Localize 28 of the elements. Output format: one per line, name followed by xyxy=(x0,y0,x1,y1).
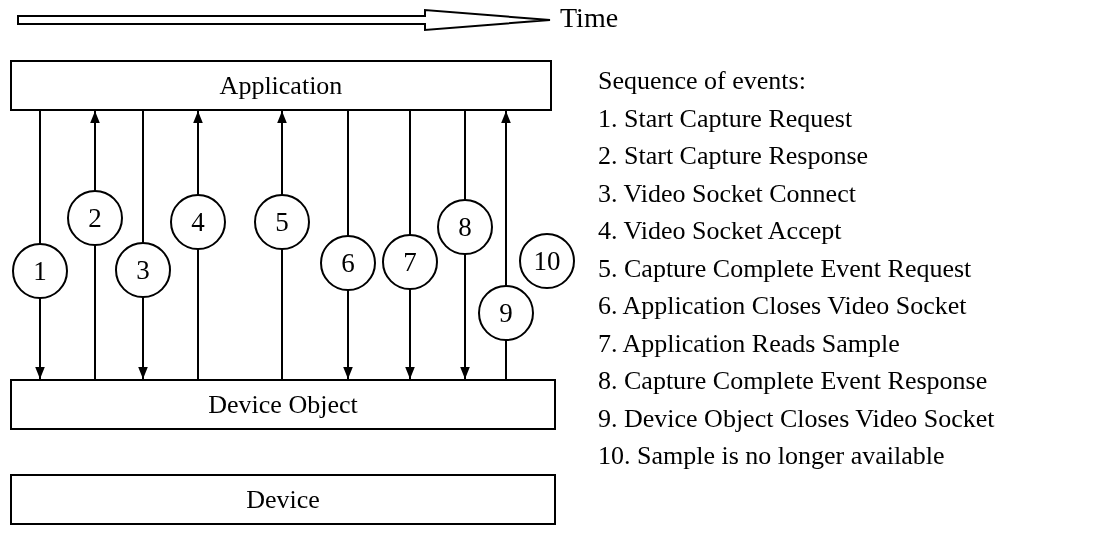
list-heading: Sequence of events: xyxy=(598,65,807,97)
callout-number: 10 xyxy=(519,233,575,289)
list-item: 6. Application Closes Video Socket xyxy=(598,290,968,322)
process-box xyxy=(10,60,552,111)
list-item: 8. Capture Complete Event Response xyxy=(598,365,989,397)
list-item: 4. Video Socket Accept xyxy=(598,215,843,247)
edge-label: 5 xyxy=(254,194,310,250)
box-label: Application xyxy=(219,70,343,101)
edge-label: 3 xyxy=(115,242,171,298)
edge-label: 2 xyxy=(67,190,123,246)
list-item: 3. Video Socket Connect xyxy=(598,177,857,210)
box-label: Device Object xyxy=(208,389,358,420)
process-box xyxy=(10,379,556,430)
list-item: 5. Capture Complete Event Request xyxy=(598,252,973,285)
list-item: 9. Device Object Closes Video Socket xyxy=(598,402,995,435)
edge-label: 8 xyxy=(437,199,493,255)
edge-label: 7 xyxy=(382,234,438,290)
axis-label: Time xyxy=(560,2,619,34)
edge-label: 4 xyxy=(170,194,226,250)
list-item: 1. Start Capture Request xyxy=(598,102,854,135)
box-label: Device xyxy=(246,484,320,515)
edge-label: 9 xyxy=(478,285,534,341)
list-item: 2. Start Capture Response xyxy=(598,140,870,172)
edge-label: 1 xyxy=(12,243,68,299)
process-box xyxy=(10,474,556,525)
list-item: 10. Sample is no longer available xyxy=(598,440,946,472)
edge-label: 6 xyxy=(320,235,376,291)
list-item: 7. Application Reads Sample xyxy=(598,327,901,360)
